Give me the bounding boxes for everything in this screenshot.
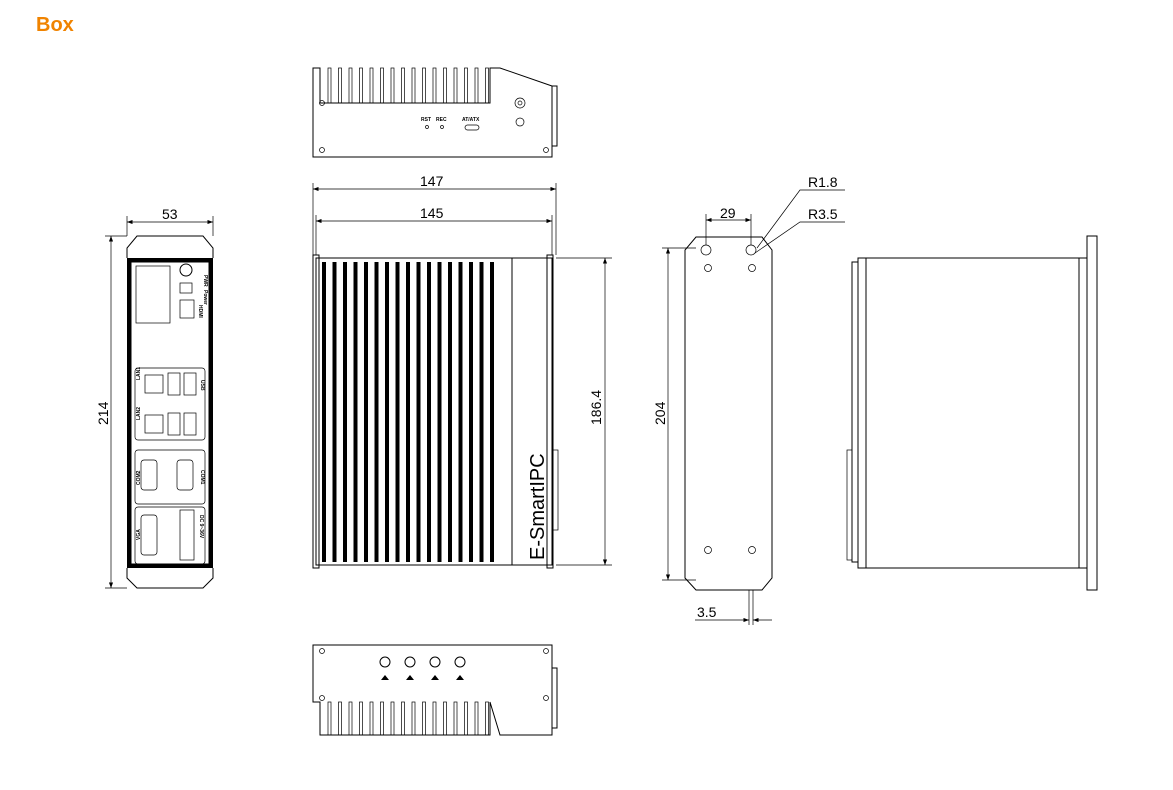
arrow-icon — [381, 675, 389, 680]
heatsink-fin — [327, 701, 332, 736]
heatsink-fin — [332, 262, 337, 562]
heatsink-fin — [322, 262, 326, 562]
dim-radius-large: R3.5 — [808, 206, 838, 222]
com1-label: COM1 — [199, 470, 205, 485]
heatsink-fin — [411, 701, 416, 736]
dim-body-height: 186.4 — [588, 390, 604, 425]
at-atx-label: AT/ATX — [462, 117, 480, 123]
heatsink-fin — [348, 67, 353, 104]
brand-text: E-SmartIPC — [527, 453, 549, 560]
heatsink-fin — [390, 67, 395, 104]
heatsink-fin — [390, 701, 395, 736]
heatsink-fin — [411, 67, 416, 104]
heatsink-fin — [359, 701, 363, 736]
at-atx-switch — [464, 124, 480, 131]
heatsink-fin — [427, 262, 431, 562]
vga-label: VGA — [136, 529, 142, 540]
dim-hole-spacing: 29 — [720, 205, 736, 221]
foot-icon — [379, 656, 391, 668]
dim-bracket-thickness: 3.5 — [697, 604, 717, 620]
bottom-view — [312, 644, 558, 736]
side-view: E-SmartIPC 147 145 186.4 — [312, 173, 612, 569]
arrow-icon — [406, 675, 414, 680]
section-title: Box — [36, 14, 74, 36]
heatsink-fin — [443, 701, 447, 736]
dim-front-height: 214 — [95, 401, 111, 425]
heatsink-fin — [369, 67, 374, 104]
vga-port — [140, 514, 158, 556]
heatsink-fin — [401, 67, 405, 104]
dc-input-terminal — [179, 509, 195, 561]
rst-button — [425, 125, 429, 129]
heatsink-fin — [353, 262, 358, 562]
foot-icon — [429, 656, 441, 668]
heatsink-fin — [406, 262, 410, 562]
heatsink-fin — [469, 262, 473, 562]
heatsink-fin — [485, 67, 489, 104]
foot-icon — [454, 656, 466, 668]
heatsink-fin — [437, 262, 442, 562]
heatsink-fin — [380, 67, 384, 104]
heatsink-fin — [453, 67, 458, 104]
heatsink-fin — [359, 67, 363, 104]
heatsink-fin — [416, 262, 421, 562]
heatsink-fin — [479, 262, 484, 562]
heatsink-fin — [474, 701, 479, 736]
heatsink-fin — [385, 262, 389, 562]
lan2-port — [144, 414, 164, 434]
heatsink-fin — [327, 67, 332, 104]
heatsink-fin — [343, 262, 347, 562]
lan1-label: LAN1 — [136, 367, 142, 380]
heatsink-fin — [348, 701, 353, 736]
heatsink-fin — [395, 262, 400, 562]
heatsink-fin — [432, 701, 437, 736]
power-label: Power — [202, 290, 208, 305]
dim-front-width: 53 — [162, 206, 178, 222]
bracket-view: 29 R1.8 R3.5 204 3.5 — [652, 174, 845, 625]
heatsink-fin — [401, 701, 405, 736]
rear-side-view — [846, 235, 1098, 591]
heatsink-fin — [364, 262, 368, 562]
com2-port — [140, 459, 158, 491]
hdmi-label: HDMI — [197, 305, 203, 318]
dim-bracket-height: 204 — [652, 401, 668, 425]
usb-label: USB — [199, 380, 205, 391]
power-button — [179, 263, 193, 277]
heatsink-fin — [443, 67, 447, 104]
heatsink-fin — [338, 67, 342, 104]
heatsink-fin — [374, 262, 379, 562]
dim-body-length: 145 — [420, 205, 444, 221]
front-view: PWR Power HDMI LAN1 LAN2 USB COM2 COM1 V… — [95, 206, 214, 589]
rst-label: RST — [421, 117, 431, 123]
heatsink-fin — [422, 67, 426, 104]
dim-overall-length: 147 — [420, 173, 444, 189]
dim-radius-small: R1.8 — [808, 174, 838, 190]
heatsink-fin — [458, 262, 463, 562]
com2-label: COM2 — [136, 470, 142, 485]
heatsink-fin — [490, 262, 494, 562]
heatsink-fin — [422, 701, 426, 736]
heatsink-fin — [432, 67, 437, 104]
heatsink-fin — [464, 67, 468, 104]
rec-led — [440, 125, 444, 129]
heatsink-fin — [464, 701, 468, 736]
heatsink-fin — [380, 701, 384, 736]
arrow-icon — [456, 675, 464, 680]
heatsink-fin — [338, 701, 342, 736]
dc-label: DC 9~36V — [198, 515, 204, 539]
heatsink-fin — [453, 701, 458, 736]
pwr-label: PWR — [202, 275, 208, 287]
hdmi-port — [179, 299, 195, 319]
com1-port — [176, 459, 194, 491]
heatsink-fin — [369, 701, 374, 736]
lan1-port — [144, 374, 164, 394]
heatsink-fin — [448, 262, 452, 562]
top-view: RST REC AT/ATX — [312, 67, 558, 158]
foot-icon — [404, 656, 416, 668]
lan2-label: LAN2 — [136, 407, 142, 420]
rec-label: REC — [436, 117, 447, 123]
heatsink-fin — [485, 701, 489, 736]
heatsink-fin — [474, 67, 479, 104]
arrow-icon — [431, 675, 439, 680]
